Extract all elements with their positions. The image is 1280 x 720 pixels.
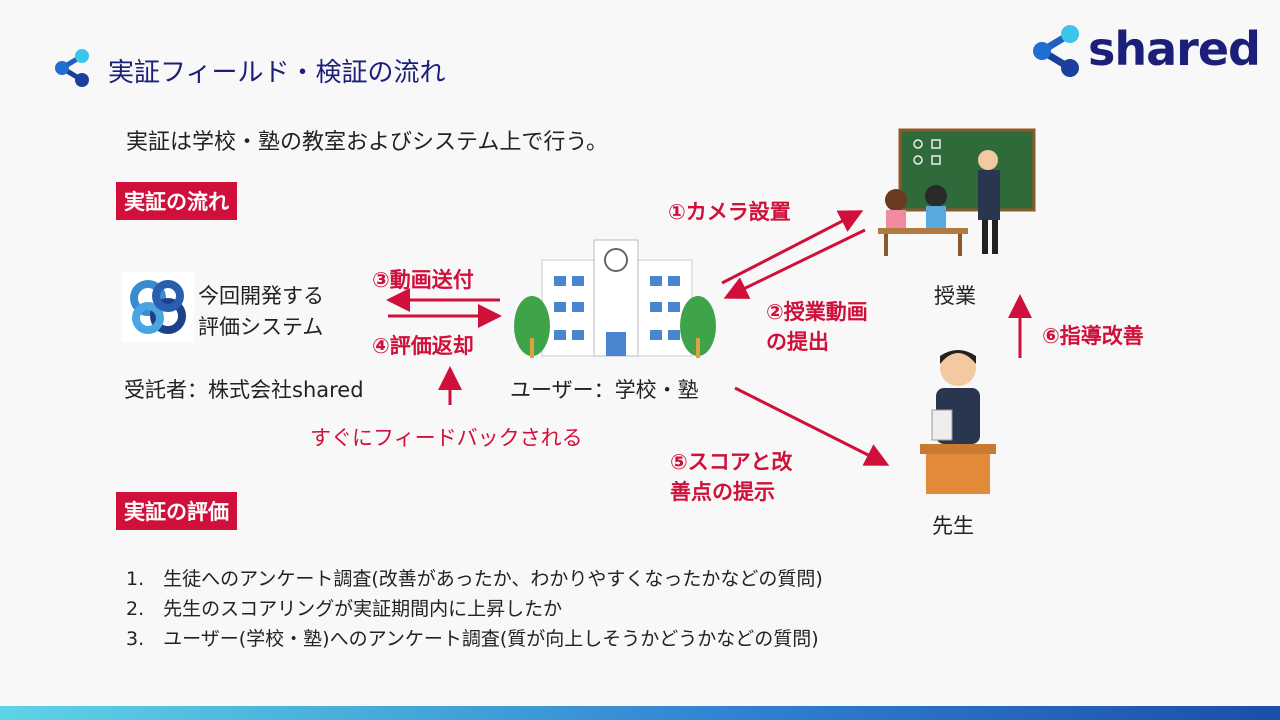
- footer-bar: [0, 706, 1280, 720]
- school-illustration: [514, 239, 716, 358]
- evaluation-item: 2. 先生のスコアリングが実証期間内に上昇したか: [126, 598, 563, 620]
- step6-label: ⑥指導改善: [1042, 324, 1144, 348]
- user-label: ユーザー：学校・塾: [510, 378, 699, 402]
- shared-logo-icon: [1033, 25, 1079, 77]
- evaluation-list: 1. 生徒へのアンケート調査(改善があったか、わかりやすくなったかなどの質問) …: [126, 564, 823, 654]
- page-title: 実証フィールド・検証の流れ: [108, 58, 446, 88]
- teacher-illustration: [920, 350, 996, 494]
- step4-label: ④評価返却: [372, 334, 474, 358]
- contractor-label: 受託者：株式会社shared: [124, 378, 364, 402]
- step3-label: ③動画送付: [372, 268, 474, 292]
- evaluation-item: 3. ユーザー(学校・塾)へのアンケート調査(質が向上しそうかどうかなどの質問): [126, 628, 819, 650]
- step2-label: ②授業動画: [766, 300, 868, 324]
- feedback-label: すぐにフィードバックされる: [310, 426, 583, 450]
- step5-label-2: 善点の提示: [670, 480, 775, 504]
- system-logo: [122, 272, 194, 342]
- class-label: 授業: [934, 284, 976, 308]
- teacher-label: 先生: [932, 514, 974, 538]
- evaluation-section-label: 実証の評価: [116, 492, 237, 530]
- intro-text: 実証は学校・塾の教室およびシステム上で行う。: [126, 130, 609, 155]
- shared-logo: shared: [1088, 22, 1261, 76]
- step1-label: ①カメラ設置: [668, 200, 791, 224]
- classroom-illustration: [878, 128, 1036, 256]
- share-icon: [55, 49, 89, 87]
- step2-label-2: の提出: [766, 330, 829, 354]
- evaluation-item: 1. 生徒へのアンケート調査(改善があったか、わかりやすくなったかなどの質問): [126, 568, 823, 590]
- step5-label: ⑤スコアと改: [670, 450, 793, 474]
- step2-arrow: [723, 228, 866, 299]
- system-logo-icon: [130, 280, 186, 334]
- system-label-2: 評価システム: [198, 315, 324, 339]
- flow-section-label: 実証の流れ: [116, 182, 237, 220]
- system-label: 今回開発する: [198, 284, 324, 308]
